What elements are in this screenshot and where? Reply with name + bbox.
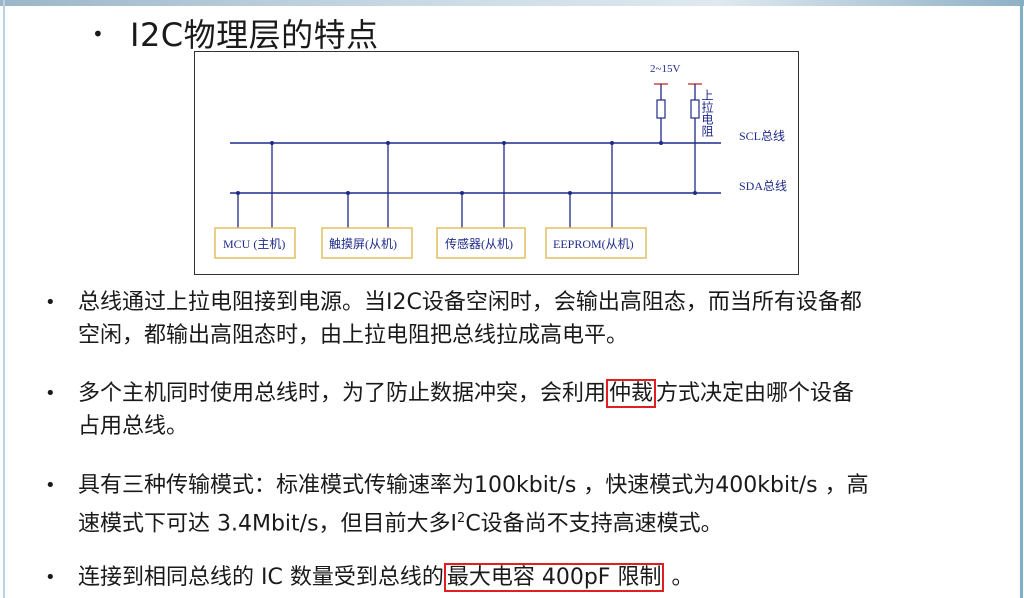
- sda-bus-label: SDA总线: [739, 179, 787, 193]
- scl-bus-label: SCL总线: [739, 129, 785, 143]
- bullet-4-text-pre: 连接到相同总线的 IC 数量受到总线的: [78, 565, 444, 590]
- highlight-arbitration: 仲裁: [606, 379, 657, 408]
- bullet-item-4: • 连接到相同总线的 IC 数量受到总线的最大电容 400pF 限制 。: [45, 561, 988, 594]
- device-label-mcu: MCU (主机): [223, 237, 285, 251]
- superscript-2: 2: [457, 511, 466, 526]
- top-decor-bar: [0, 0, 1024, 6]
- bullet-2-line-1: 多个主机同时使用总线时，为了防止数据冲突，会利用仲裁方式决定由哪个设备: [78, 377, 988, 410]
- bullet-item-2: • 多个主机同时使用总线时，为了防止数据冲突，会利用仲裁方式决定由哪个设备 占用…: [45, 377, 988, 443]
- device-label-sensor: 传感器(从机): [445, 236, 513, 251]
- device-box-mcu: [214, 227, 296, 259]
- bullet-3-text-pre: 速模式下可达 3.4Mbit/s，但目前大多I: [78, 511, 458, 537]
- bullet-2-line-2: 占用总线。: [78, 414, 189, 439]
- device-label-eeprom: EEPROM(从机): [553, 237, 634, 251]
- bullet-dot: •: [45, 383, 56, 404]
- bullet-item-3: • 具有三种传输模式：标准模式传输速率为100kbit/s ，快速模式为400k…: [45, 469, 988, 540]
- bullet-1-line-2: 空闲，都输出高阻态时，由上拉电阻把总线拉成高电平。: [78, 323, 629, 348]
- slide-title: I2C物理层的特点: [130, 16, 379, 54]
- pullup-resistor-scl: [656, 99, 666, 119]
- device-box-sensor: [436, 227, 526, 259]
- voltage-label: 2~15V: [650, 63, 680, 75]
- bullet-dot: •: [45, 292, 56, 313]
- bullet-2-text-post: 方式决定由哪个设备: [656, 381, 855, 406]
- bullet-2-text-pre: 多个主机同时使用总线时，为了防止数据冲突，会利用: [78, 381, 607, 406]
- bullet-dot: •: [45, 475, 56, 496]
- bullet-3-text-post: C设备尚不支持高速模式。: [465, 511, 723, 537]
- bullet-dot: •: [45, 567, 56, 588]
- bullet-4-line-1: 连接到相同总线的 IC 数量受到总线的最大电容 400pF 限制 。: [78, 561, 988, 594]
- device-label-touchscreen: 触摸屏(从机): [329, 237, 397, 251]
- device-box-eeprom: [545, 227, 647, 259]
- bullet-item-1: • 总线通过上拉电阻接到电源。当I2C设备空闲时，会输出高阻态，而当所有设备都 …: [45, 286, 988, 352]
- right-decor-line: [1020, 0, 1023, 598]
- bullet-3-line-1: 具有三种传输模式：标准模式传输速率为100kbit/s ，快速模式为400kbi…: [78, 473, 869, 498]
- title-bullet: •: [92, 22, 104, 46]
- i2c-diagram: SCL总线 SDA总线 2~15V 上拉电阻: [194, 51, 799, 275]
- device-box-touchscreen: [321, 227, 413, 259]
- bullet-1-line-1: 总线通过上拉电阻接到电源。当I2C设备空闲时，会输出高阻态，而当所有设备都: [78, 290, 862, 315]
- pullup-resistor-sda: [690, 99, 700, 119]
- highlight-max-capacitance: 最大电容 400pF 限制: [443, 563, 665, 592]
- left-decor-line: [3, 0, 5, 598]
- bullet-3-line-2: 速模式下可达 3.4Mbit/s，但目前大多I2C设备尚不支持高速模式。: [78, 502, 988, 540]
- bullet-4-text-post: 。: [664, 565, 694, 590]
- pullup-label: 上拉电阻: [700, 89, 714, 138]
